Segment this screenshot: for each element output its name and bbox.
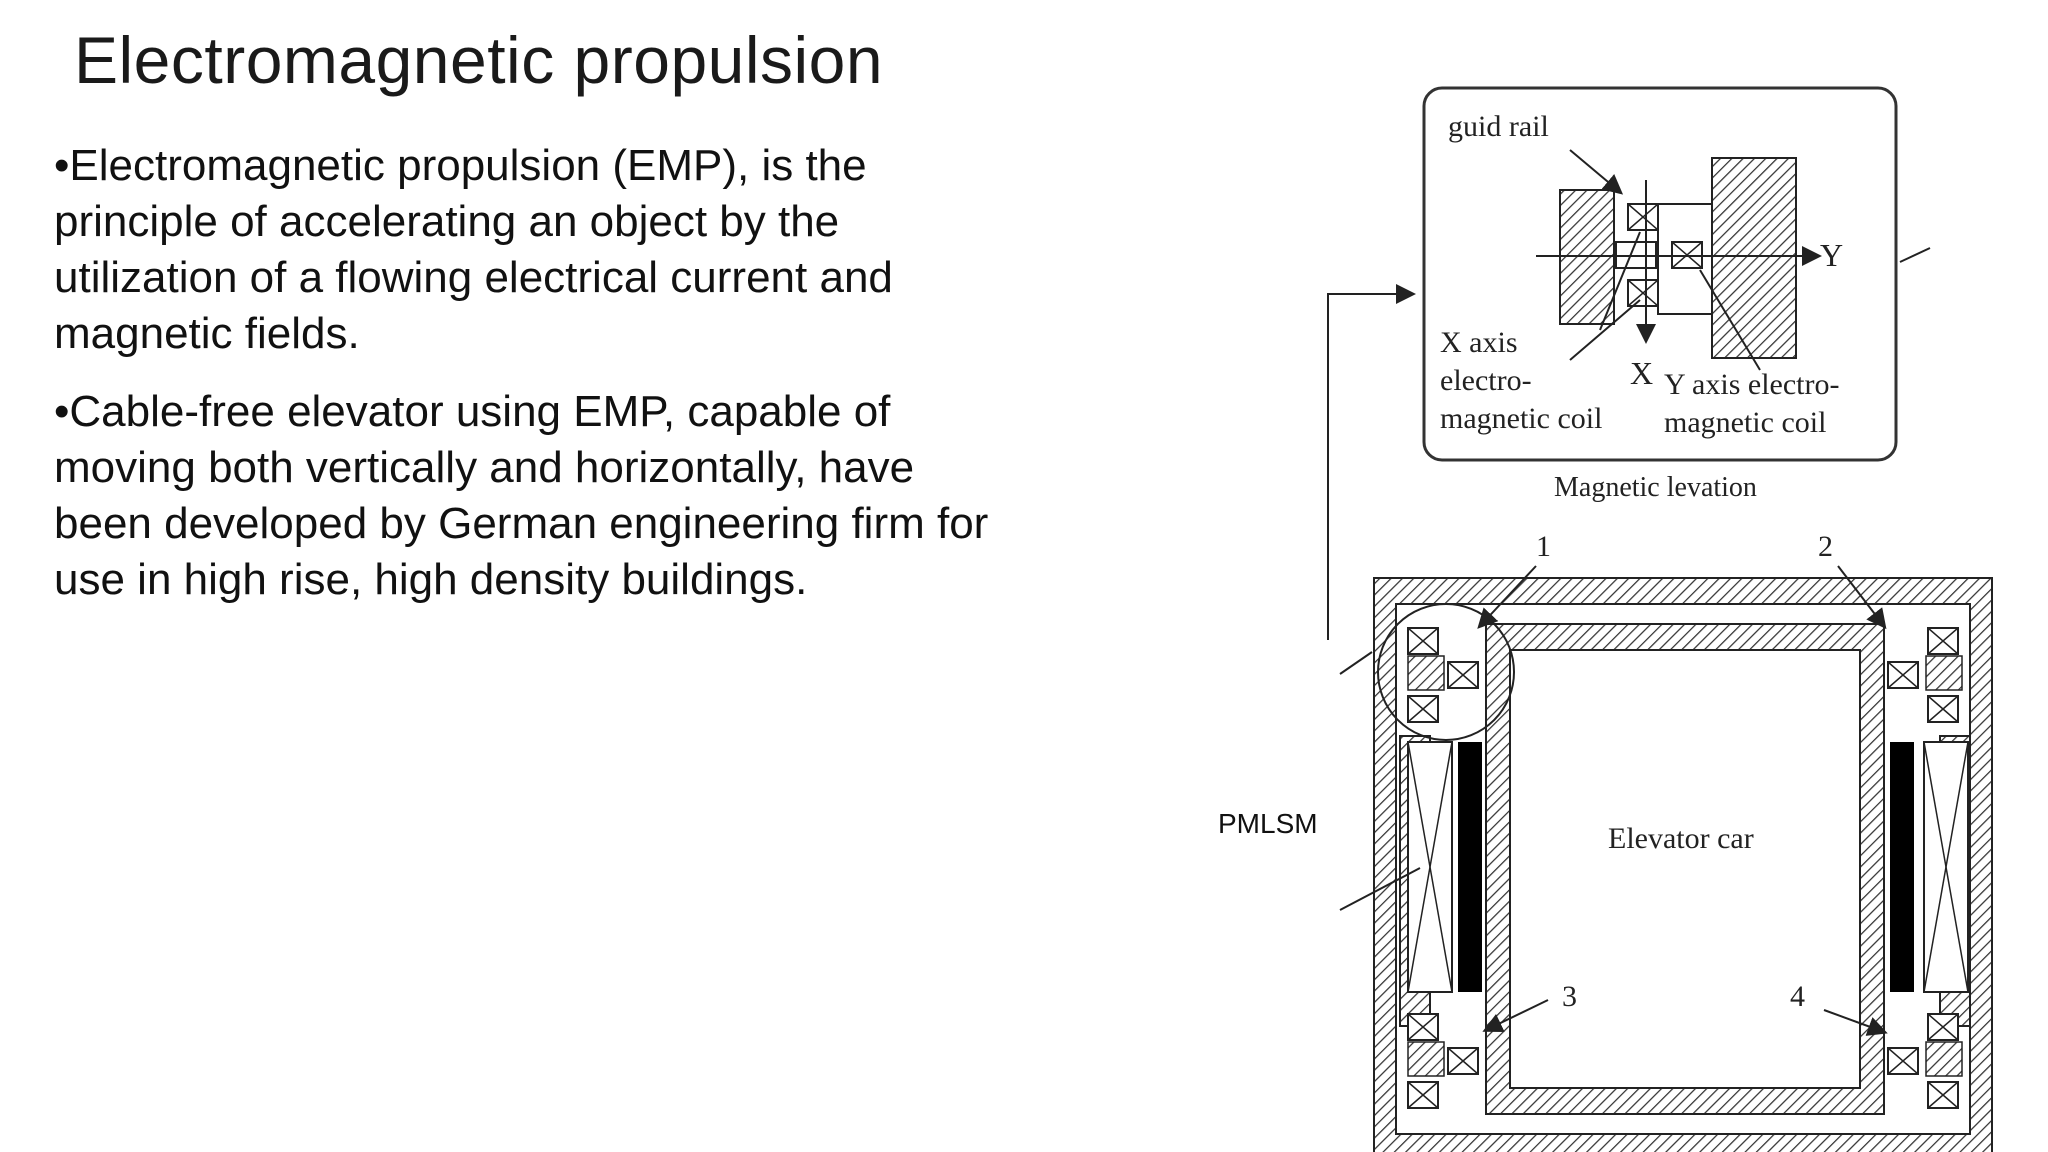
callout-1-pointer	[1477, 565, 1537, 629]
right-magnet	[1890, 742, 1914, 992]
coil-group-top-right	[1887, 627, 1963, 723]
y-coil-pointer	[1699, 269, 1761, 371]
side-pointer	[1339, 651, 1373, 675]
x-coil-label-line3: magnetic coil	[1440, 402, 1602, 435]
bullet-text: Electromagnetic propulsion (EMP), is the…	[54, 141, 893, 358]
callout-3-pointer	[1482, 999, 1549, 1033]
callout-3: 3	[1562, 980, 1577, 1013]
coil-box	[1627, 279, 1659, 307]
bullet-item: •Cable-free elevator using EMP, capable …	[54, 384, 1014, 608]
y-coil-label-line1: Y axis electro-	[1664, 368, 1839, 401]
bullet-mark: •	[54, 387, 70, 436]
guide-rail-label: guid rail	[1448, 110, 1549, 143]
elevator-car-label: Elevator car	[1608, 822, 1754, 855]
x-coil-label-line1: X axis	[1440, 326, 1518, 359]
car-interior	[1509, 649, 1861, 1089]
coil-group-bottom-left	[1407, 1013, 1479, 1109]
guide-rail-pointer	[1569, 149, 1624, 195]
callout-4: 4	[1790, 980, 1805, 1013]
pmlsm-label: PMLSM	[1218, 808, 1318, 839]
left-stator-cross	[1407, 741, 1453, 993]
bullet-item: •Electromagnetic propulsion (EMP), is th…	[54, 138, 1014, 362]
slide-title: Electromagnetic propulsion	[74, 23, 884, 97]
coil-group-top-left	[1407, 627, 1479, 723]
detail-connector	[1327, 284, 1416, 640]
detail-circle	[1377, 603, 1515, 741]
x-axis-label: X	[1630, 355, 1653, 391]
callout-2: 2	[1818, 530, 1833, 563]
bullet-list: •Electromagnetic propulsion (EMP), is th…	[54, 138, 1014, 630]
coil-box	[1627, 203, 1659, 231]
callout-4-pointer	[1823, 1009, 1888, 1036]
callout-2-pointer	[1837, 565, 1887, 630]
left-magnet	[1458, 742, 1482, 992]
rail-block	[1711, 157, 1797, 359]
elevator-cross-section: Elevator car	[1339, 530, 1993, 1152]
y-coil-label-line2: magnetic coil	[1664, 406, 1826, 439]
pmlsm-pointer	[1339, 867, 1421, 911]
inset-detail: Y X guid rail X axis electro- magnetic c…	[1422, 86, 1931, 503]
x-coil-label-line2: electro-	[1440, 364, 1532, 397]
right-stator-cross	[1923, 741, 1969, 993]
bullet-mark: •	[54, 141, 70, 190]
coil-group-bottom-right	[1887, 1013, 1963, 1109]
coil-frame	[1657, 203, 1713, 315]
bullet-text: Cable-free elevator using EMP, capable o…	[54, 387, 989, 604]
callout-1: 1	[1536, 530, 1551, 563]
x-coil-pointer	[1569, 299, 1641, 361]
y-axis-label: Y	[1820, 237, 1843, 273]
inset-side-tick	[1899, 247, 1931, 263]
x-coil-pointer	[1599, 231, 1641, 331]
inset-caption: Magnetic levation	[1554, 472, 1757, 503]
